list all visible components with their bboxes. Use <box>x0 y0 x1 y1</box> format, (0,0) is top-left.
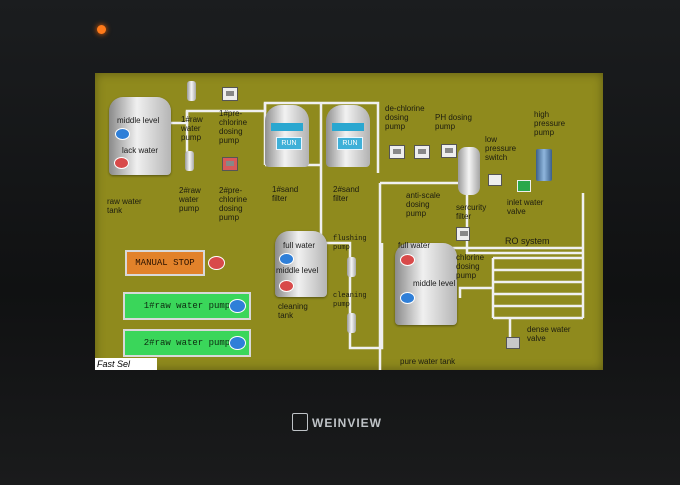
flushing-pump-label: flushing pump <box>333 235 367 252</box>
sand-filter-1-label: 1#sand filter <box>272 185 299 203</box>
cleaning-tank-full-icon[interactable] <box>279 253 294 265</box>
pure-water-tank-label: pure water tank <box>400 357 456 366</box>
inlet-water-valve-label: inlet water valve <box>507 198 544 216</box>
hmi-screen: middle level lack water raw water tank 1… <box>95 73 603 370</box>
anti-scale-label: anti-scale dosing pump <box>406 191 441 218</box>
low-pressure-switch-label: low pressure switch <box>485 135 517 162</box>
low-pressure-switch-icon[interactable] <box>488 174 502 186</box>
inlet-water-valve-icon[interactable] <box>517 180 531 192</box>
flushing-pump-icon[interactable] <box>347 257 356 277</box>
manual-stop-button[interactable]: MANUAL STOP <box>125 250 205 276</box>
raw-tank-middle-level-icon[interactable] <box>115 128 130 140</box>
dechlorine-label: de-chlorine dosing pump <box>385 104 425 131</box>
cleaning-tank-label: cleaning tank <box>278 302 308 320</box>
raw-tank-middle-level-label: middle level <box>117 116 160 125</box>
pipe-network <box>171 101 585 370</box>
power-led-icon <box>97 25 106 34</box>
weinview-logo-icon <box>292 413 308 431</box>
ro-system-label: RO system <box>505 236 550 246</box>
high-pressure-pump-label: high pressure pump <box>534 110 566 137</box>
sand-filter-2-run-badge[interactable]: RUN <box>337 137 363 150</box>
raw-tank-lack-water-label: lack water <box>122 146 159 155</box>
sand-filter-1-run-badge[interactable]: RUN <box>276 137 302 150</box>
cleaning-tank-full-water-label: full water <box>283 241 316 250</box>
prechlorine-1-label: 1#pre- chlorine dosing pump <box>219 109 248 145</box>
brand-name: WEINVIEW <box>312 416 382 430</box>
sand-filter-1: RUN <box>265 105 309 167</box>
prechlorine-dosing-pump-2-icon[interactable] <box>222 157 238 171</box>
pure-tank-full-water-label: full water <box>398 241 431 250</box>
sand-filter-2-label: 2#sand filter <box>333 185 360 203</box>
cleaning-tank-middle-level-label: middle level <box>276 266 319 275</box>
dechlorine-dosing-pump-icon[interactable] <box>389 145 405 159</box>
dense-water-valve-icon[interactable] <box>506 337 520 349</box>
dense-water-valve-label: dense water valve <box>527 325 571 343</box>
sand-filter-2: RUN <box>326 105 370 167</box>
pure-tank-middle-level-label: middle level <box>413 279 456 288</box>
prechlorine-dosing-pump-1-icon[interactable] <box>222 87 238 101</box>
raw-water-tank-label: raw water tank <box>107 197 142 215</box>
raw-pump-1-label: 1#raw water pump <box>181 115 203 142</box>
pump-2-status-icon <box>229 336 246 350</box>
cleaning-tank-middle-icon[interactable] <box>279 280 294 292</box>
pure-tank-full-icon[interactable] <box>400 254 415 266</box>
raw-water-pump-1-icon[interactable] <box>187 81 196 101</box>
chlorine-dosing-pump-icon[interactable] <box>456 227 470 241</box>
ph-dosing-pump-icon[interactable] <box>441 144 457 158</box>
chlorine-dosing-label: chlorine dosing pump <box>456 253 485 280</box>
raw-tank-lack-water-icon[interactable] <box>114 157 129 169</box>
cleaning-pump-icon[interactable] <box>347 313 356 333</box>
raw-water-pump-2-icon[interactable] <box>185 151 194 171</box>
high-pressure-pump-icon[interactable] <box>536 149 552 181</box>
fast-sel-button[interactable]: Fast Sel <box>95 358 157 370</box>
pure-tank-middle-icon[interactable] <box>400 292 415 304</box>
pump-1-status-icon <box>229 299 246 313</box>
raw-pump-2-label: 2#raw water pump <box>179 186 201 213</box>
cleaning-pump-label: cleaning pump <box>333 292 367 309</box>
ph-dosing-label: PH dosing pump <box>435 113 472 131</box>
security-filter-icon <box>458 147 480 195</box>
prechlorine-2-label: 2#pre- chlorine dosing pump <box>219 186 248 222</box>
antiscale-dosing-pump-icon[interactable] <box>414 145 430 159</box>
security-filter-label: sercurity filter <box>456 203 487 221</box>
manual-stop-status-icon <box>208 256 225 270</box>
